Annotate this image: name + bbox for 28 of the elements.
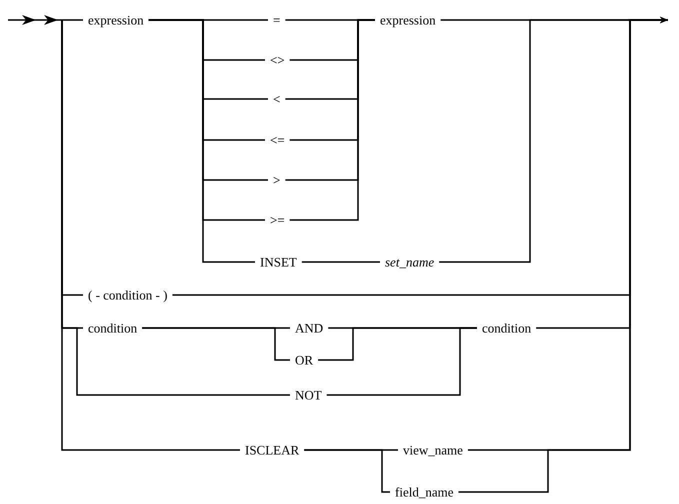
keyword-label: NOT bbox=[290, 388, 327, 402]
nonterminal-label: field_name bbox=[390, 484, 458, 500]
nonterminal-label: set_name bbox=[380, 254, 440, 270]
railroad-line bbox=[326, 327, 477, 396]
keyword-label: ( - condition - ) bbox=[83, 288, 172, 302]
nonterminal-label: expression bbox=[375, 12, 441, 28]
keyword-label: = bbox=[268, 12, 286, 28]
keyword-label: INSET bbox=[255, 254, 302, 270]
keyword-label: OR bbox=[290, 352, 318, 368]
railroad-line bbox=[304, 449, 390, 493]
keyword-label: <= bbox=[265, 132, 290, 148]
keyword-label: ISCLEAR bbox=[240, 442, 304, 458]
railroad-line bbox=[290, 19, 375, 221]
nonterminal-label: condition bbox=[83, 320, 142, 336]
railroad-line bbox=[142, 327, 290, 361]
nonterminal-label: view_name bbox=[398, 442, 468, 458]
railroad-line bbox=[148, 19, 255, 263]
keyword-label: < bbox=[268, 92, 286, 106]
railroad-line bbox=[302, 261, 380, 263]
keyword-label: <> bbox=[265, 52, 290, 68]
nonterminal-label: expression bbox=[83, 12, 149, 28]
keyword-label: >= bbox=[265, 212, 290, 228]
nonterminal-label: condition bbox=[477, 320, 536, 336]
railroad-line bbox=[62, 19, 83, 21]
entry-arrow bbox=[8, 14, 62, 26]
keyword-label: > bbox=[268, 172, 286, 188]
keyword-label: AND bbox=[290, 320, 328, 336]
railroad-line bbox=[61, 20, 240, 451]
